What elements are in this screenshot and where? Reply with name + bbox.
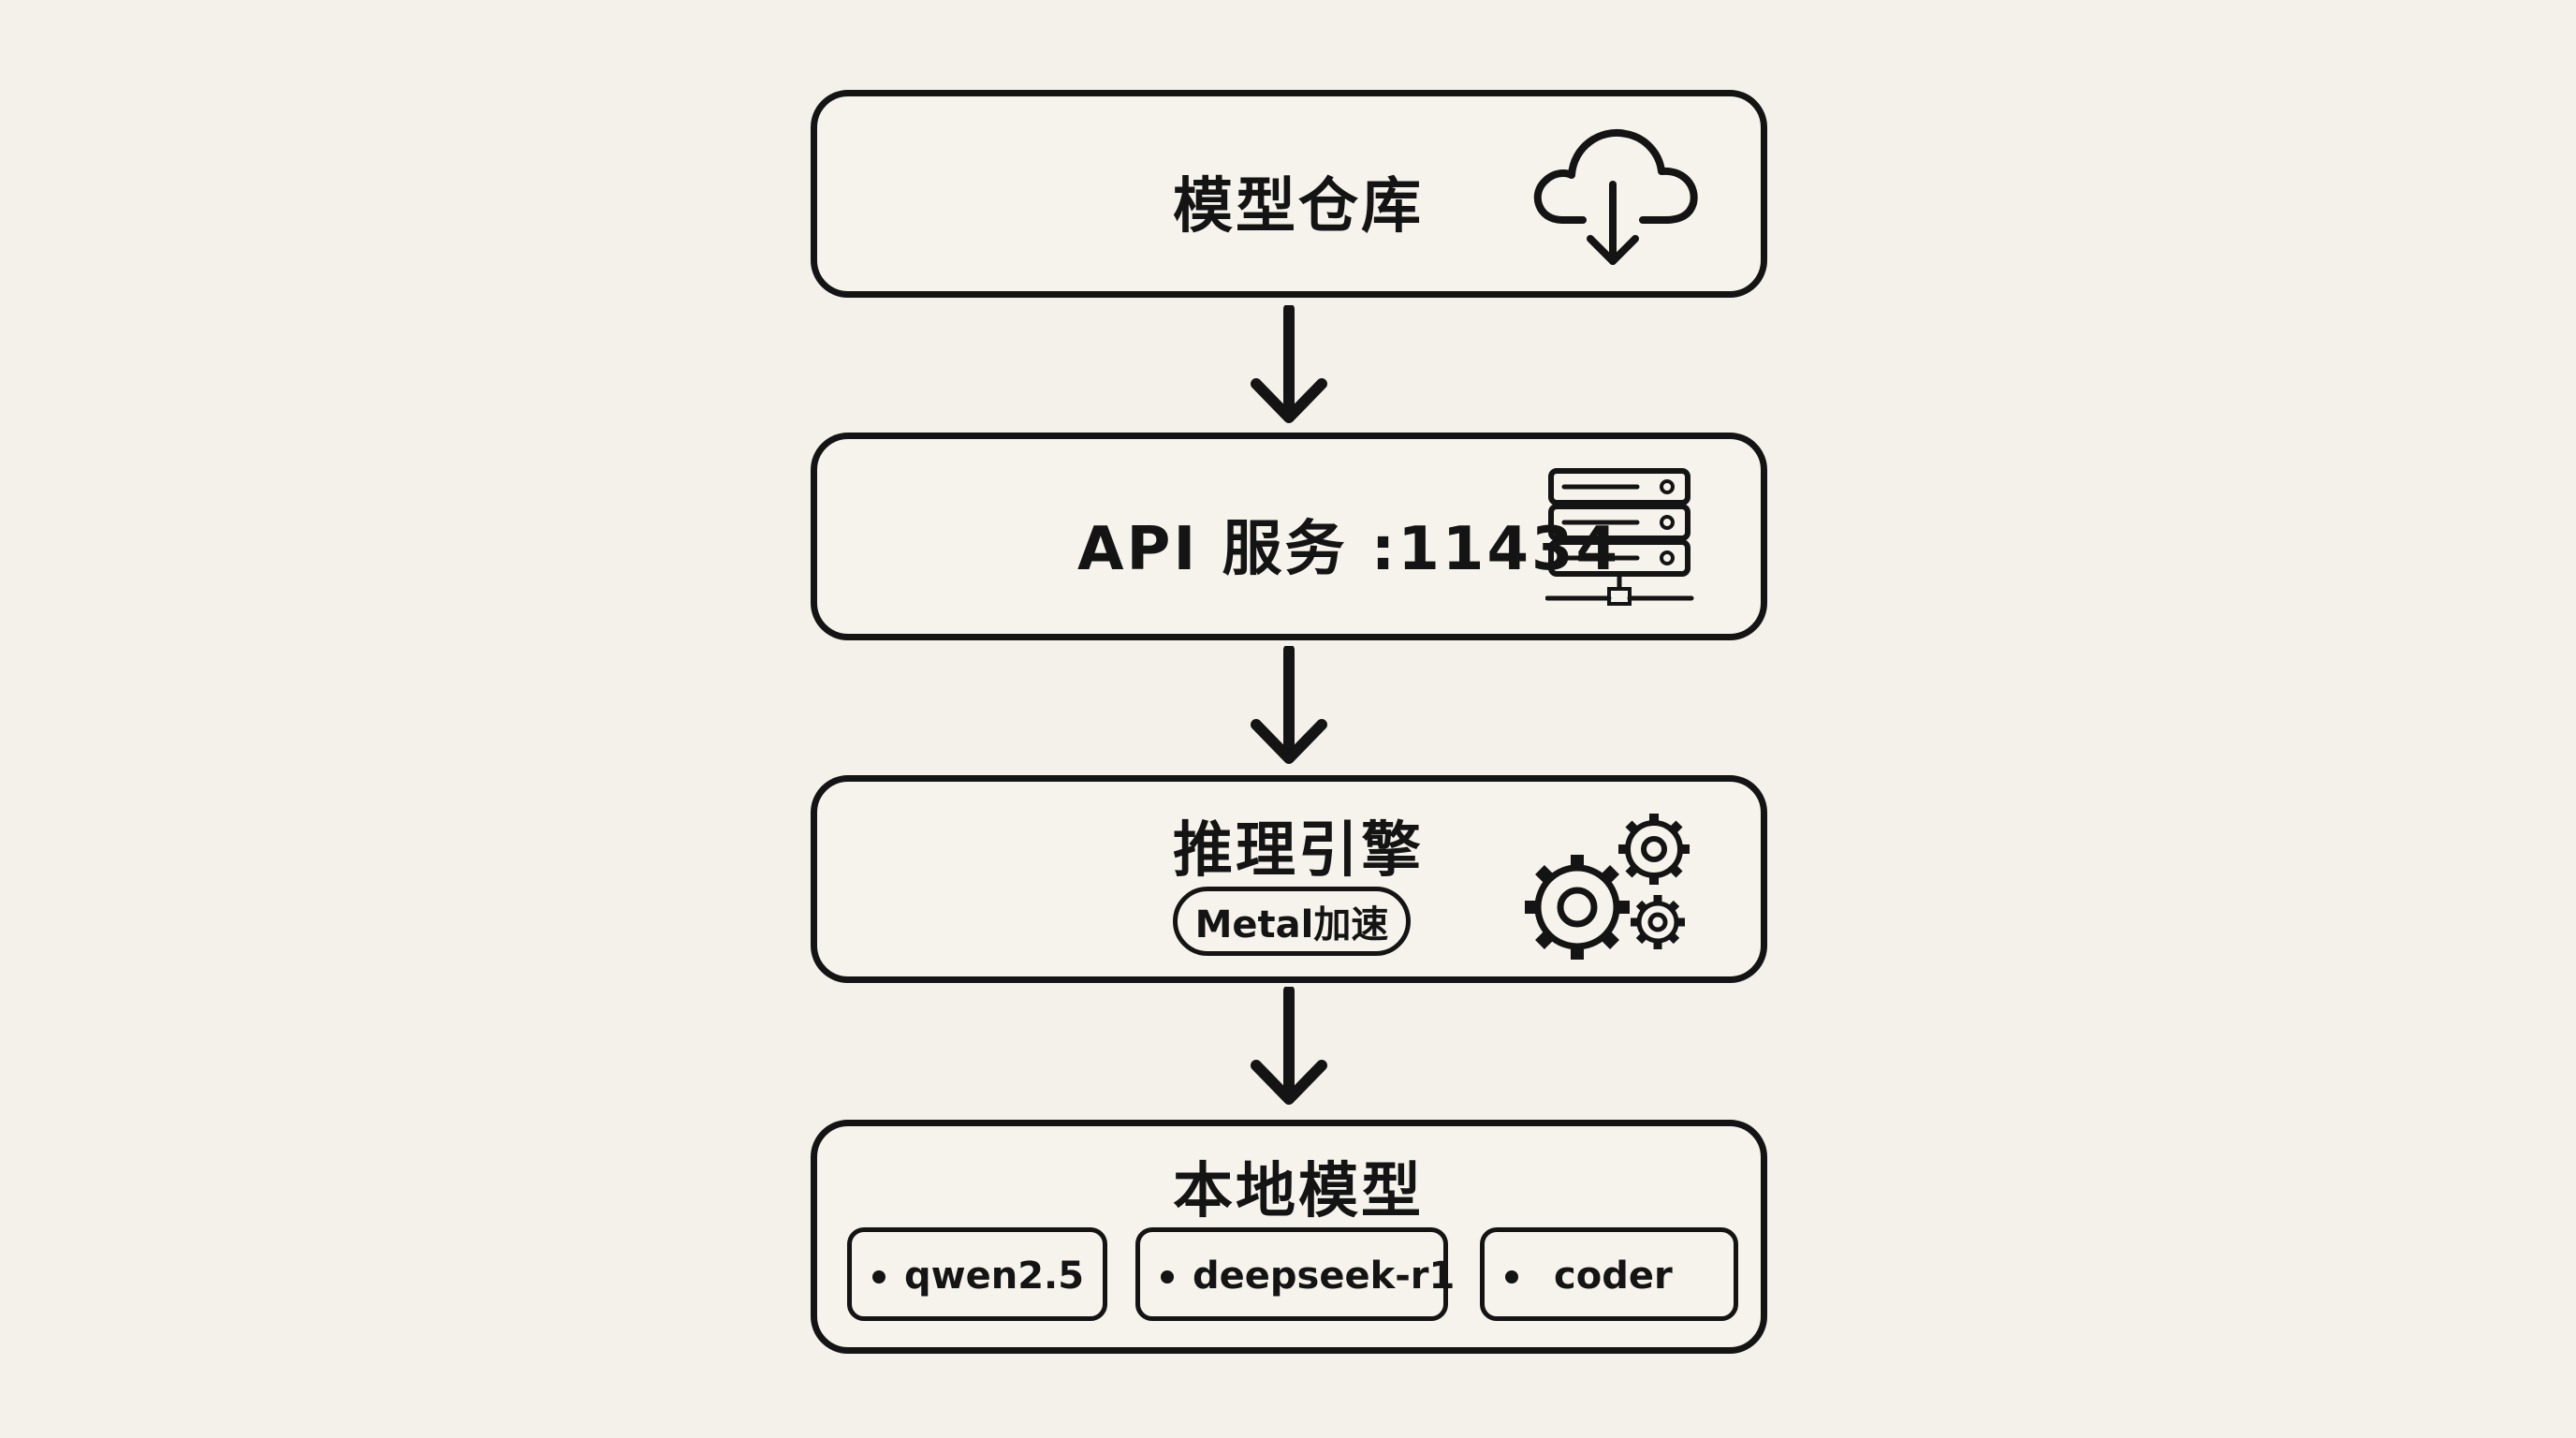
model-repository-title: 模型仓库 xyxy=(1173,172,1424,242)
metal-acceleration-badge: Metal加速 xyxy=(1173,887,1411,956)
inference-engine-box: 推理引擎 Metal加速 xyxy=(811,775,1767,983)
api-service-title: API 服务 :11434 xyxy=(1077,515,1621,584)
cloud-download-icon xyxy=(1533,128,1698,265)
bullet-dot xyxy=(1161,1270,1174,1284)
local-models-box: 本地模型 qwen2.5 deepseek-r1 coder xyxy=(811,1120,1767,1354)
model-chip-label: deepseek-r1 xyxy=(1193,1255,1456,1298)
gears-icon xyxy=(1525,814,1690,960)
inference-engine-title: 推理引擎 xyxy=(1173,816,1424,886)
model-repository-box: 模型仓库 xyxy=(811,90,1767,298)
bullet-dot xyxy=(1505,1270,1518,1284)
local-models-title: 本地模型 xyxy=(1173,1157,1424,1226)
model-chip-deepseek: deepseek-r1 xyxy=(1135,1227,1455,1321)
flow-arrow-1 xyxy=(1251,305,1327,423)
model-chip-coder: coder xyxy=(1480,1227,1738,1321)
model-chip-qwen: qwen2.5 xyxy=(847,1227,1107,1321)
flow-arrow-3 xyxy=(1251,987,1327,1105)
model-chip-label: coder xyxy=(1554,1255,1673,1298)
api-service-box: API 服务 :11434 xyxy=(811,433,1767,640)
server-icon xyxy=(1545,468,1694,606)
bullet-dot xyxy=(872,1270,886,1284)
model-chip-label: qwen2.5 xyxy=(904,1255,1085,1298)
flow-arrow-2 xyxy=(1251,646,1327,764)
